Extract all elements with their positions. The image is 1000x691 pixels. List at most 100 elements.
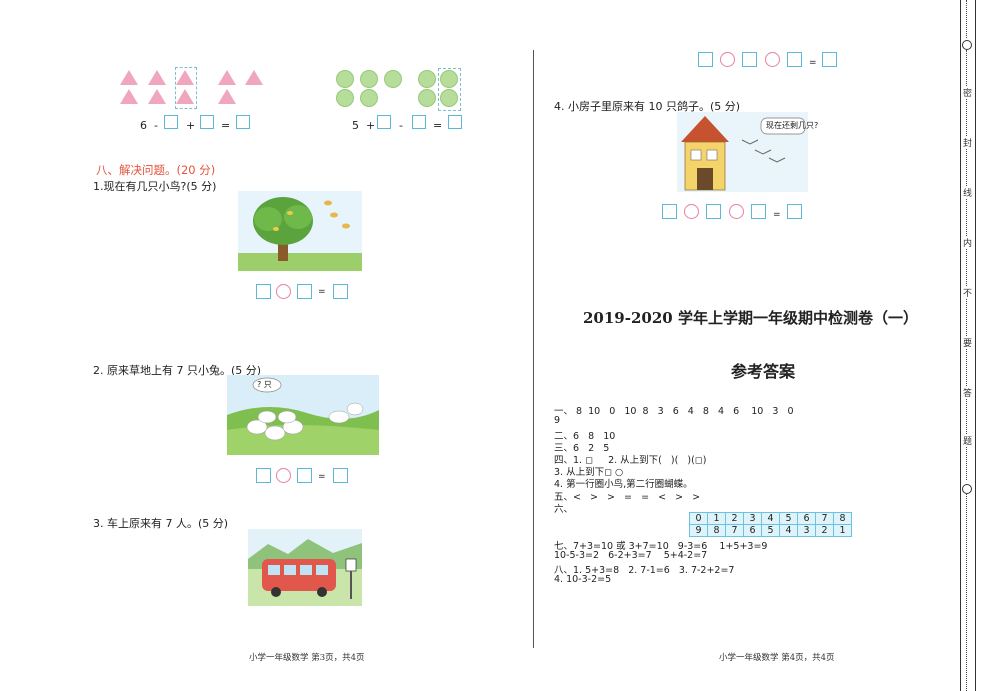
answer-line: 一、 8 10 0 10 8 3 6 4 8 4 6 10 3 0 [554, 406, 794, 417]
answer-box[interactable] [256, 468, 271, 483]
eq2-plus: + [366, 119, 376, 132]
operator-circle[interactable] [729, 204, 744, 219]
answer-box[interactable] [256, 284, 271, 299]
answer-line: 四、1. ◻ 2. 从上到下( )( )(◻) [554, 455, 707, 466]
question-4: 4. 小房子里原来有 10 只鸽子。(5 分) [554, 100, 741, 113]
answer-box[interactable] [698, 52, 713, 67]
page-footer-right: 小学一年级数学 第4页，共4页 [719, 653, 835, 663]
margin-char: 密 [961, 86, 974, 99]
answer-box[interactable] [787, 52, 802, 67]
answer-line: 10-5-3=2 6-2+3=7 5+4-2=7 [554, 550, 708, 561]
number-pairs-table: 0 1 2 3 4 5 6 7 8 9 8 7 6 5 4 3 2 1 [689, 512, 852, 537]
answer-line: 9 [554, 415, 561, 426]
margin-char: 答 [961, 386, 974, 399]
house-pigeons-illustration [677, 112, 808, 192]
table-cell: 7 [815, 512, 834, 525]
table-cell: 4 [779, 524, 798, 537]
table-cell: 3 [743, 512, 762, 525]
answer-line: 4. 10-3-2=5 [554, 574, 612, 585]
operator-circle[interactable] [765, 52, 780, 67]
eq1-equals: = [221, 119, 231, 132]
table-cell: 1 [707, 512, 726, 525]
operator-circle[interactable] [684, 204, 699, 219]
answer-box[interactable] [787, 204, 802, 219]
rabbits-illustration [227, 375, 379, 455]
answer-box[interactable] [377, 115, 391, 129]
margin-char: 题 [961, 434, 974, 447]
table-row: 9 8 7 6 5 4 3 2 1 [689, 524, 852, 537]
answer-line: 八、1. 5+3=8 2. 7-1=6 3. 7-2+2=7 [554, 565, 735, 576]
answer-line: 五、< > > = = < > > [554, 492, 701, 503]
answer-line: 4. 第一行圈小鸟,第二行圈蝴蝶。 [554, 479, 693, 490]
table-cell: 8 [833, 512, 852, 525]
answer-box[interactable] [297, 284, 312, 299]
eq2-number: 5 [352, 119, 359, 132]
margin-char: 要 [961, 336, 974, 349]
table-cell: 8 [707, 524, 726, 537]
table-cell: 5 [761, 524, 780, 537]
answer-line: 3. 从上到下◻ ○ [554, 467, 624, 478]
exam-title: 2019-2020 学年上学期一年级期中检测卷（一） [583, 309, 918, 327]
answer-box[interactable] [751, 204, 766, 219]
answer-box[interactable] [333, 468, 348, 483]
margin-line [960, 0, 961, 691]
page-divider [533, 50, 534, 648]
binding-hole-icon [962, 40, 972, 50]
margin-char: 线 [961, 186, 974, 199]
equals-sign: = [773, 210, 781, 220]
answer-box[interactable] [822, 52, 837, 67]
question-3: 3. 车上原来有 7 人。(5 分) [93, 517, 229, 530]
answer-box[interactable] [297, 468, 312, 483]
section-title: 八、解决问题。(20 分) [96, 163, 216, 177]
binding-hole-icon [962, 484, 972, 494]
margin-dotted-line [966, 494, 967, 691]
table-cell: 0 [689, 512, 708, 525]
answer-key-title: 参考答案 [731, 362, 796, 381]
answer-line: 二、6 8 10 [554, 431, 616, 442]
answer-box[interactable] [164, 115, 178, 129]
answer-box[interactable] [706, 204, 721, 219]
eq2-minus: - [399, 119, 403, 132]
operator-circle[interactable] [720, 52, 735, 67]
table-cell: 9 [689, 524, 708, 537]
table-cell: 2 [725, 512, 744, 525]
operator-circle[interactable] [276, 284, 291, 299]
eq1-plus: + [186, 119, 196, 132]
tree-birds-illustration [238, 191, 362, 271]
margin-dotted-line [966, 0, 967, 38]
margin-line [975, 0, 976, 691]
operator-circle[interactable] [276, 468, 291, 483]
table-cell: 4 [761, 512, 780, 525]
equals-sign: = [318, 472, 326, 482]
table-cell: 6 [797, 512, 816, 525]
table-cell: 3 [797, 524, 816, 537]
speech-bubble-text: 现在还剩几只? [766, 121, 819, 130]
table-cell: 6 [743, 524, 762, 537]
answer-box[interactable] [662, 204, 677, 219]
speech-bubble-text: ? 只 [257, 380, 272, 389]
answer-box[interactable] [200, 115, 214, 129]
answer-box[interactable] [448, 115, 462, 129]
answer-line: 六、 [554, 504, 574, 515]
answer-box[interactable] [333, 284, 348, 299]
table-cell: 5 [779, 512, 798, 525]
answer-line: 三、6 2 5 [554, 443, 610, 454]
eq1-number: 6 [140, 119, 147, 132]
answer-box[interactable] [412, 115, 426, 129]
question-2: 2. 原来草地上有 7 只小兔。(5 分) [93, 364, 262, 377]
answer-line: 七、7+3=10 或 3+7=10 9-3=6 1+5+3=9 [554, 541, 768, 552]
bus-illustration [248, 529, 362, 606]
equals-sign: = [809, 58, 817, 68]
margin-char: 封 [961, 136, 974, 149]
answer-box[interactable] [236, 115, 250, 129]
answer-box[interactable] [742, 52, 757, 67]
page-footer-left: 小学一年级数学 第3页，共4页 [249, 653, 365, 663]
table-row: 0 1 2 3 4 5 6 7 8 [689, 512, 852, 525]
margin-char: 内 [961, 236, 974, 249]
eq1-minus: - [154, 119, 158, 132]
margin-char: 不 [961, 286, 974, 299]
table-cell: 2 [815, 524, 834, 537]
table-cell: 7 [725, 524, 744, 537]
equals-sign: = [318, 287, 326, 297]
question-1: 1.现在有几只小鸟?(5 分) [93, 180, 217, 193]
